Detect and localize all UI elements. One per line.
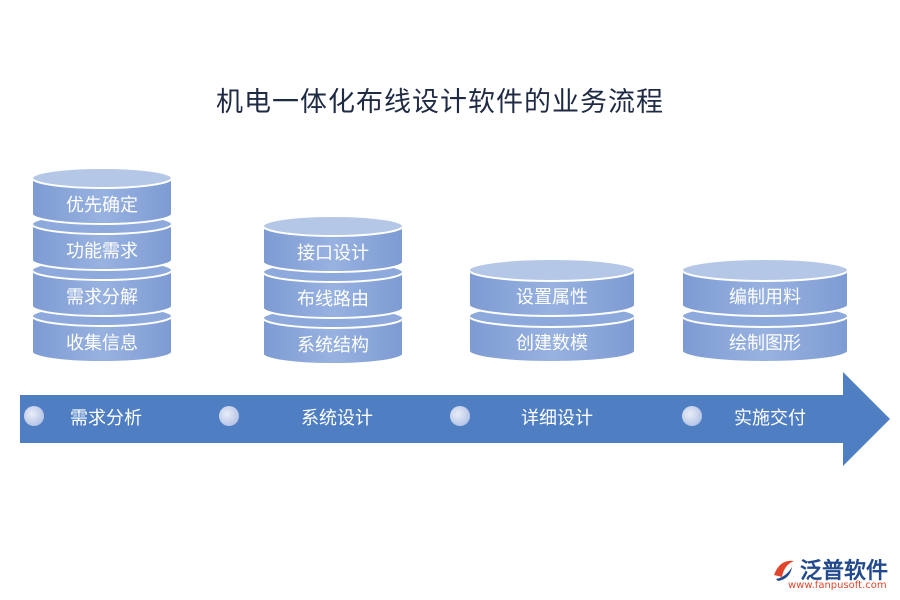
stage-dot-delivery: [682, 406, 702, 426]
cylinder-top-requirements-1: [31, 167, 173, 189]
logo-name: 泛普软件: [800, 559, 889, 584]
stage-dot-detailed-design: [450, 406, 470, 426]
stack-item-requirements-1: 优先确定: [66, 195, 138, 216]
stack-item-detailed-design-1: 设置属性: [516, 287, 588, 308]
stack-item-requirements-4: 收集信息: [66, 333, 138, 354]
stack-item-requirements-3: 需求分解: [66, 287, 138, 308]
cylinder-segment-requirements-4: [31, 315, 173, 363]
cylinder-segment-system-design-1: [262, 225, 404, 273]
stack-item-system-design-3: 系统结构: [297, 335, 369, 356]
cylinder-segment-requirements-2: [31, 223, 173, 271]
stage-dot-system-design: [219, 406, 239, 426]
stack-item-requirements-2: 功能需求: [66, 241, 138, 262]
cylinder-top-system-design-1: [262, 215, 404, 237]
stack-item-delivery-2: 绘制图形: [729, 333, 801, 354]
logo-icon: [774, 560, 794, 581]
cylinder-top-detailed-design-1: [468, 258, 636, 282]
brand-logo: 泛普软件 www.fanpusoft.com: [770, 553, 895, 593]
cylinder-segment-detailed-design-2: [468, 315, 636, 363]
cylinder-segment-delivery-2: [681, 315, 849, 363]
stack-item-detailed-design-2: 创建数模: [516, 333, 588, 354]
stage-label-detailed-design: 详细设计: [521, 408, 593, 429]
cylinder-segment-requirements-3: [31, 269, 173, 317]
stack-item-system-design-2: 布线路由: [297, 289, 369, 310]
stack-item-system-design-1: 接口设计: [297, 243, 369, 264]
page-title: 机电一体化布线设计软件的业务流程: [216, 87, 664, 118]
cylinder-top-delivery-1: [681, 258, 849, 282]
stack-item-delivery-1: 编制用料: [729, 287, 801, 308]
cylinder-segment-requirements-1: [31, 177, 173, 225]
stage-dot-requirements: [24, 406, 44, 426]
cylinder-segment-delivery-1: [681, 269, 849, 317]
cylinder-segment-system-design-3: [262, 317, 404, 365]
stage-label-delivery: 实施交付: [734, 408, 806, 429]
cylinder-segment-system-design-2: [262, 271, 404, 319]
cylinder-segment-detailed-design-1: [468, 269, 636, 317]
stage-label-system-design: 系统设计: [301, 408, 373, 429]
stage-label-requirements: 需求分析: [70, 408, 142, 429]
logo-url: www.fanpusoft.com: [788, 580, 887, 591]
